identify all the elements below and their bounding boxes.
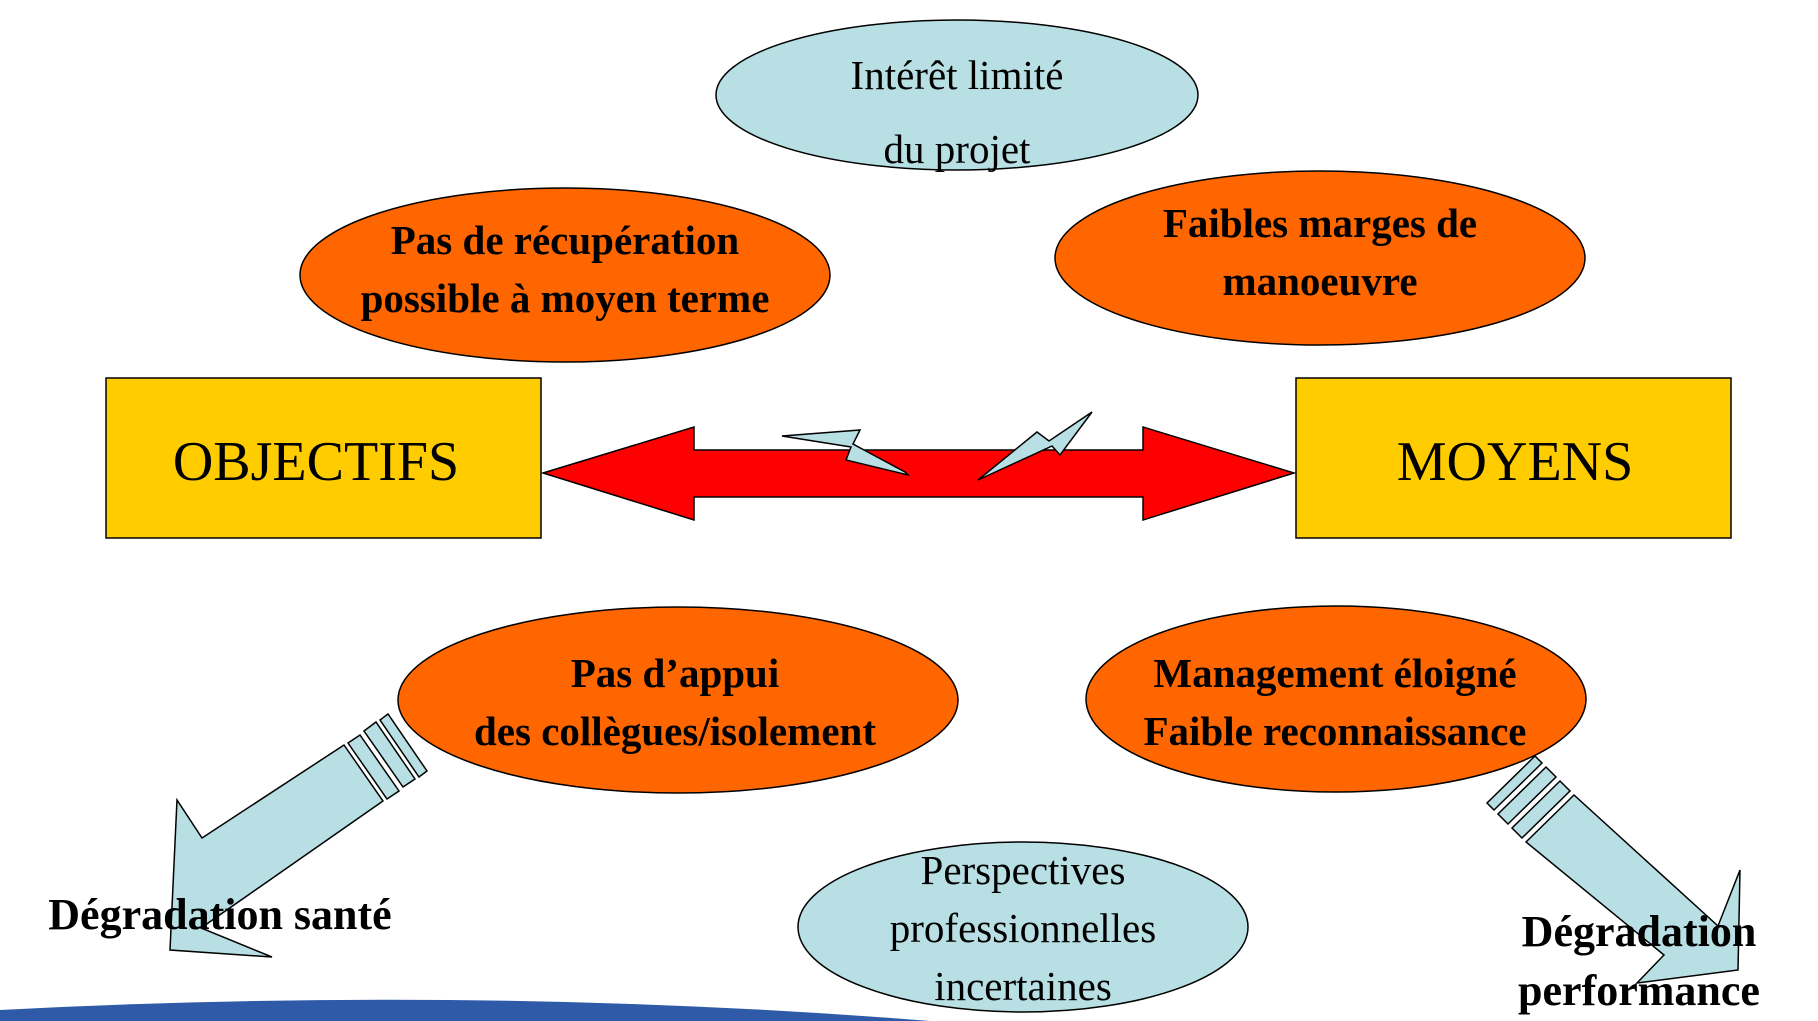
bottom-right-orange-label: Management éloigné Faible reconnaissance	[1075, 644, 1595, 760]
bottom-left-orange-line2: des collègues/isolement	[474, 708, 876, 754]
bottom-left-orange-line1: Pas d’appui	[570, 650, 780, 696]
right-orange-ellipse	[1054, 170, 1586, 346]
top-ellipse-label: Intérêt limité du projet	[757, 38, 1157, 186]
bottom-blue-label: Perspectives professionnelles incertaine…	[823, 841, 1223, 1015]
outcome-right-line1: Dégradation	[1521, 907, 1757, 956]
right-orange-line1: Faibles marges de	[1162, 200, 1478, 246]
objectifs-box	[105, 377, 542, 539]
top-ellipse-line2: du projet	[883, 126, 1031, 172]
bottom-blue-line3: incertaines	[934, 963, 1112, 1009]
bottom-right-orange-line1: Management éloigné	[1153, 650, 1517, 696]
top-ellipse-line1: Intérêt limité	[850, 52, 1064, 98]
bottom-left-orange-label: Pas d’appui des collègues/isolement	[415, 644, 935, 760]
moyens-box	[1295, 377, 1732, 539]
outcome-left-label: Dégradation santé	[48, 890, 392, 939]
lightning-icon	[977, 411, 1093, 481]
left-orange-line2: possible à moyen terme	[360, 275, 770, 321]
bottom-blue-ellipse	[797, 841, 1249, 1013]
outcome-right-line2: performance	[1518, 966, 1760, 1015]
bottom-blue-line1: Perspectives	[920, 847, 1126, 893]
left-orange-ellipse	[299, 187, 831, 363]
lightning-icon	[781, 429, 911, 477]
top-ellipse	[715, 19, 1199, 171]
right-orange-label: Faibles marges de manoeuvre	[1060, 194, 1580, 310]
bottom-right-orange-line2: Faible reconnaissance	[1143, 708, 1527, 754]
bottom-band	[0, 999, 930, 1021]
outcome-right-label: Dégradation performance	[1460, 902, 1818, 1020]
left-orange-label: Pas de récupération possible à moyen ter…	[295, 211, 835, 327]
double-arrow-icon	[540, 425, 1297, 522]
bottom-right-orange-ellipse	[1085, 605, 1587, 793]
bottom-left-orange-ellipse	[397, 606, 959, 794]
down-right-arrow-icon	[1485, 754, 1741, 985]
right-orange-line2: manoeuvre	[1222, 258, 1418, 304]
moyens-label: MOYENS	[1396, 431, 1634, 493]
objectifs-label: OBJECTIFS	[172, 431, 460, 493]
bottom-blue-line2: professionnelles	[889, 905, 1157, 951]
left-orange-line1: Pas de récupération	[390, 217, 740, 263]
down-left-arrow-icon	[169, 712, 429, 958]
